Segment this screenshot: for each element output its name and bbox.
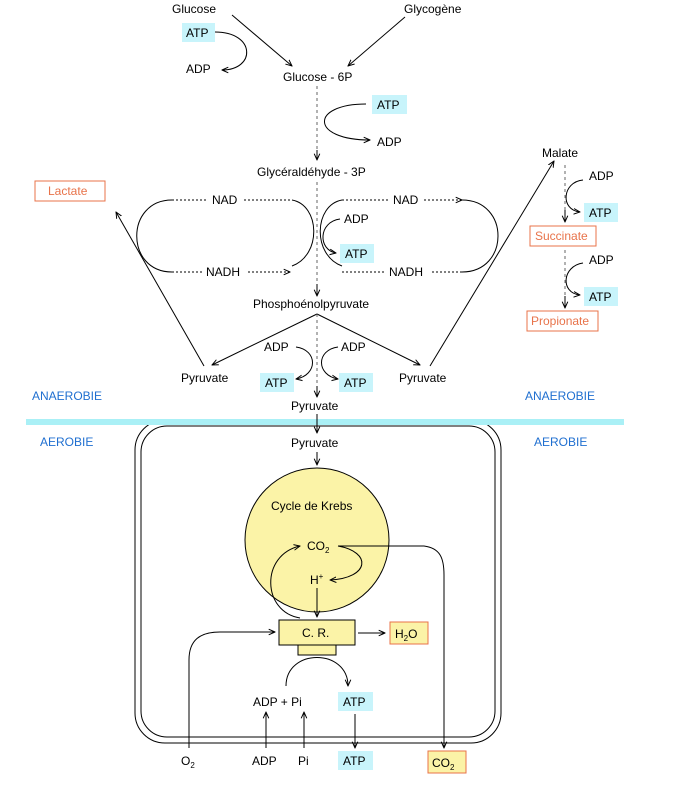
anaerobie-label-right: ANAEROBIE	[525, 389, 595, 403]
atp-synthase-curve	[285, 657, 348, 687]
adp-label-1: ADP	[186, 62, 211, 76]
aerobie-label-left: AEROBIE	[40, 435, 93, 449]
pyruvate-to-lactate-arrow	[116, 212, 205, 367]
glycogene-label: Glycogène	[404, 2, 462, 16]
pyruvate-label-right: Pyruvate	[399, 371, 447, 385]
glucose-to-g6p-arrow	[231, 14, 292, 66]
lactate-box	[34, 180, 106, 202]
atp-label-bottom: ATP	[343, 754, 365, 768]
pyruvate-to-malate-arrow	[429, 161, 554, 367]
mitochondrion-inner-membrane	[140, 425, 496, 738]
pi-label-bottom: Pi	[298, 754, 309, 768]
atp-label-2: ATP	[377, 98, 399, 112]
h-plus-label: H+	[310, 572, 324, 587]
krebs-cycle-arrow-right	[330, 545, 363, 580]
adp-label-succinate: ADP	[589, 253, 614, 267]
nadh-label-right: NADH	[389, 265, 423, 279]
cr-label: C. R.	[302, 626, 329, 640]
atp-synthase-base	[297, 644, 337, 656]
anaerobie-label-left: ANAEROBIE	[32, 389, 102, 403]
propionate-box	[526, 310, 599, 332]
adp-label-malate: ADP	[589, 169, 614, 183]
atp-to-adp-curve-2	[324, 103, 370, 140]
krebs-cycle-arrow-left	[270, 546, 300, 619]
cr-box	[278, 619, 356, 646]
glucose-label: Glucose	[172, 2, 216, 16]
nadh-label-left: NADH	[206, 265, 240, 279]
adp-label-4: ADP	[264, 340, 289, 354]
atp-box-2	[372, 95, 407, 114]
aerobic-separator-band	[26, 419, 624, 425]
pep-to-pyruvate-right	[316, 313, 420, 365]
atp-box-succinate	[584, 287, 618, 306]
succinate-label: Succinate	[535, 229, 588, 243]
g3p-label: Glycéraldéhyde - 3P	[257, 165, 366, 179]
left-nad-loop-inner	[291, 199, 315, 267]
adp-pi-label: ADP + Pi	[253, 695, 302, 709]
atp-box-mito	[338, 692, 373, 711]
adp-label-2: ADP	[377, 135, 402, 149]
atp-label-4: ATP	[265, 376, 287, 390]
glucose-6p-label: Glucose - 6P	[283, 70, 352, 84]
atp-label-1: ATP	[186, 26, 208, 40]
atp-box-malate	[584, 203, 618, 222]
o2-label: O2	[181, 754, 195, 770]
lactate-label: Lactate	[48, 184, 88, 198]
atp-box-bottom	[338, 751, 373, 770]
nad-label-left: NAD	[212, 193, 238, 207]
co2-label-bottom: CO2	[432, 756, 455, 772]
co2-out-path	[338, 545, 444, 748]
atp-label-5: ATP	[344, 376, 366, 390]
krebs-label: Cycle de Krebs	[271, 499, 352, 513]
adp-to-atp-curve-4	[296, 346, 313, 379]
adp-to-atp-curve-5	[321, 346, 339, 379]
atp-label-malate: ATP	[589, 206, 611, 220]
pyruvate-label-center: Pyruvate	[291, 399, 339, 413]
pep-label: Phosphoénolpyruvate	[253, 297, 369, 311]
adp-label-3: ADP	[344, 212, 369, 226]
aerobie-label-right: AEROBIE	[534, 435, 587, 449]
atp-box-4	[260, 373, 294, 392]
propionate-label: Propionate	[531, 314, 589, 328]
pep-to-pyruvate-left	[212, 313, 318, 365]
left-nad-loop-outer	[136, 199, 173, 273]
adp-to-atp-curve-malate	[565, 179, 584, 212]
o2-input-path	[188, 632, 275, 748]
atp-box-1	[182, 23, 215, 42]
malate-label: Malate	[542, 146, 578, 160]
atp-label-succinate: ATP	[589, 290, 611, 304]
adp-to-atp-curve-3	[322, 218, 341, 253]
atp-to-adp-curve-1	[214, 31, 248, 70]
succinate-box	[529, 225, 597, 247]
adp-label-bottom: ADP	[252, 754, 277, 768]
nad-label-right: NAD	[393, 193, 419, 207]
adp-label-5: ADP	[341, 340, 366, 354]
right-nad-loop-inner	[319, 199, 343, 267]
atp-label-3: ATP	[345, 247, 367, 261]
h2o-box	[389, 621, 429, 645]
pyruvate-label-mito: Pyruvate	[291, 436, 339, 450]
adp-to-atp-curve-succinate	[565, 262, 584, 295]
pyruvate-label-left: Pyruvate	[181, 371, 229, 385]
h2o-label: H2O	[395, 627, 417, 643]
glycogene-to-g6p-arrow	[348, 16, 406, 66]
co2-krebs-label: CO2	[307, 539, 330, 555]
co2-box-bottom	[427, 750, 467, 774]
atp-box-3	[340, 244, 374, 263]
atp-box-5	[339, 373, 373, 392]
right-nad-loop-outer	[461, 199, 499, 273]
atp-label-mito: ATP	[343, 695, 365, 709]
